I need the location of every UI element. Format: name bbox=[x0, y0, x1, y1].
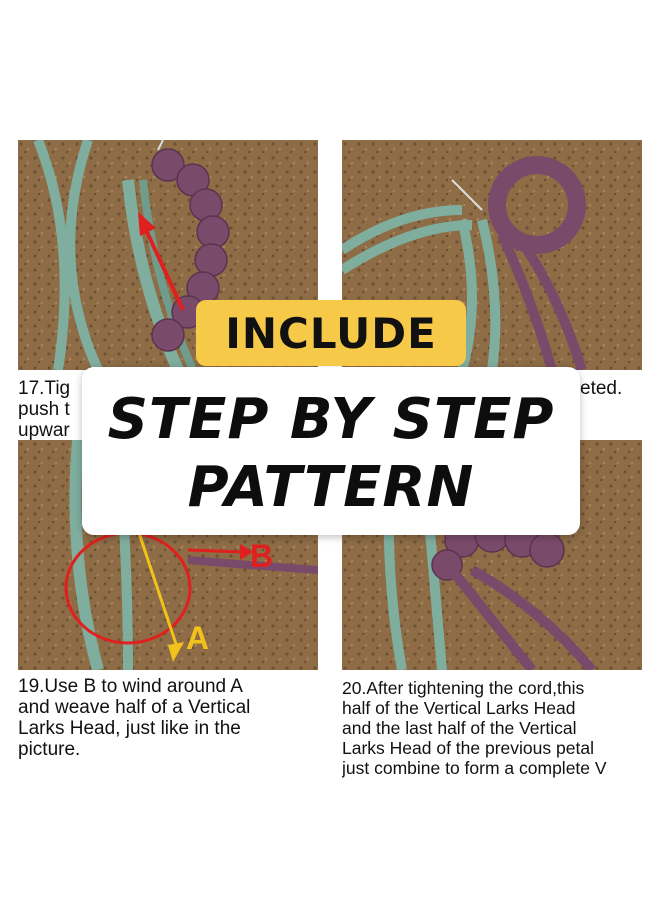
label-a: A bbox=[186, 620, 210, 656]
step-17-photo bbox=[18, 140, 318, 370]
step-18-photo bbox=[342, 140, 642, 370]
step-18-caption: eted. bbox=[580, 378, 623, 399]
headline-line-2: PATTERN bbox=[187, 455, 475, 520]
include-label: INCLUDE bbox=[225, 309, 437, 358]
step-17-caption: 17.Tig push t upwar bbox=[18, 378, 71, 441]
label-b: B bbox=[250, 538, 274, 574]
step-19-caption: 19.Use B to wind around A and weave half… bbox=[18, 676, 251, 760]
headline-card: STEP BY STEP PATTERN bbox=[82, 367, 580, 535]
step-20-caption: 20.After tightening the cord,this half o… bbox=[342, 678, 607, 778]
headline-line-1: STEP BY STEP bbox=[107, 387, 555, 452]
include-badge: INCLUDE bbox=[196, 300, 466, 366]
